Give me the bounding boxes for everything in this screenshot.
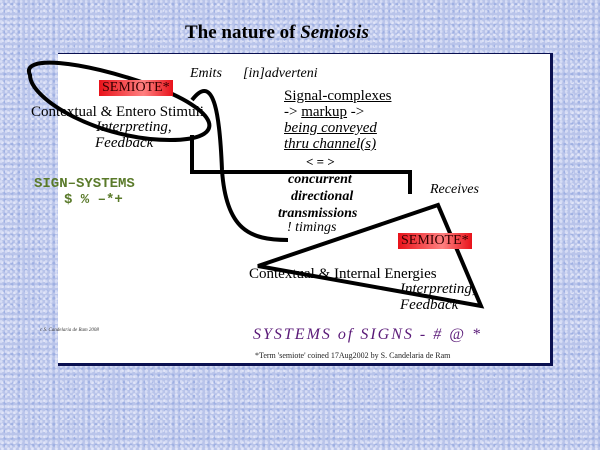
interpreting-bottom: Interpreting,	[400, 281, 476, 297]
timings: ! timings	[287, 220, 337, 235]
emitter-loop	[26, 60, 212, 143]
receives-label: Receives	[430, 182, 479, 197]
channel-line	[190, 135, 412, 194]
semiote-badge-top: SEMIOTE*	[99, 80, 173, 96]
title-text: The nature of	[185, 22, 301, 43]
concurrent: concurrent	[288, 172, 352, 187]
transmissions: transmissions	[278, 206, 358, 221]
page-title: The nature of Semiosis	[185, 22, 369, 44]
semiote-badge-bottom: SEMIOTE*	[398, 233, 472, 249]
signal-complexes: Signal-complexes	[284, 88, 392, 104]
title-emphasis: Semiosis	[300, 22, 369, 43]
directional: directional	[291, 189, 354, 204]
bidirectional-arrows: < = >	[306, 154, 335, 169]
copyright: c S. Candelaria de Ram 2008	[40, 328, 99, 333]
inadvertent-label: [in]adverteni	[243, 66, 318, 81]
receiver-triangle	[257, 202, 485, 309]
markup: markup	[301, 104, 348, 120]
interpreting-top: Interpreting,	[96, 119, 172, 135]
emits-label: Emits	[190, 66, 222, 81]
signal-path	[190, 89, 289, 242]
diagram-panel	[58, 53, 553, 366]
markup-prefix: ->	[284, 104, 302, 120]
feedback-bottom: Feedback	[400, 297, 459, 313]
sign-systems-label: SIGN–SYSTEMS	[34, 176, 135, 192]
systems-of-signs: SYSTEMS of SIGNS - # @ *	[253, 326, 482, 343]
energies-label: Contextual & Internal Energies	[249, 266, 437, 282]
markup-suffix: ->	[347, 104, 365, 120]
stimuli-label: Contextual & Entero Stimuli	[31, 104, 204, 120]
feedback-top: Feedback	[95, 135, 154, 151]
markup-line: -> markup ->	[284, 104, 364, 121]
thru-channels: thru channel(s)	[284, 136, 377, 152]
footnote: *Term 'semiote' coined 17Aug2002 by S. C…	[255, 351, 451, 360]
being-conveyed: being conveyed	[284, 120, 377, 136]
sign-symbols: $ % –*+	[64, 192, 123, 208]
